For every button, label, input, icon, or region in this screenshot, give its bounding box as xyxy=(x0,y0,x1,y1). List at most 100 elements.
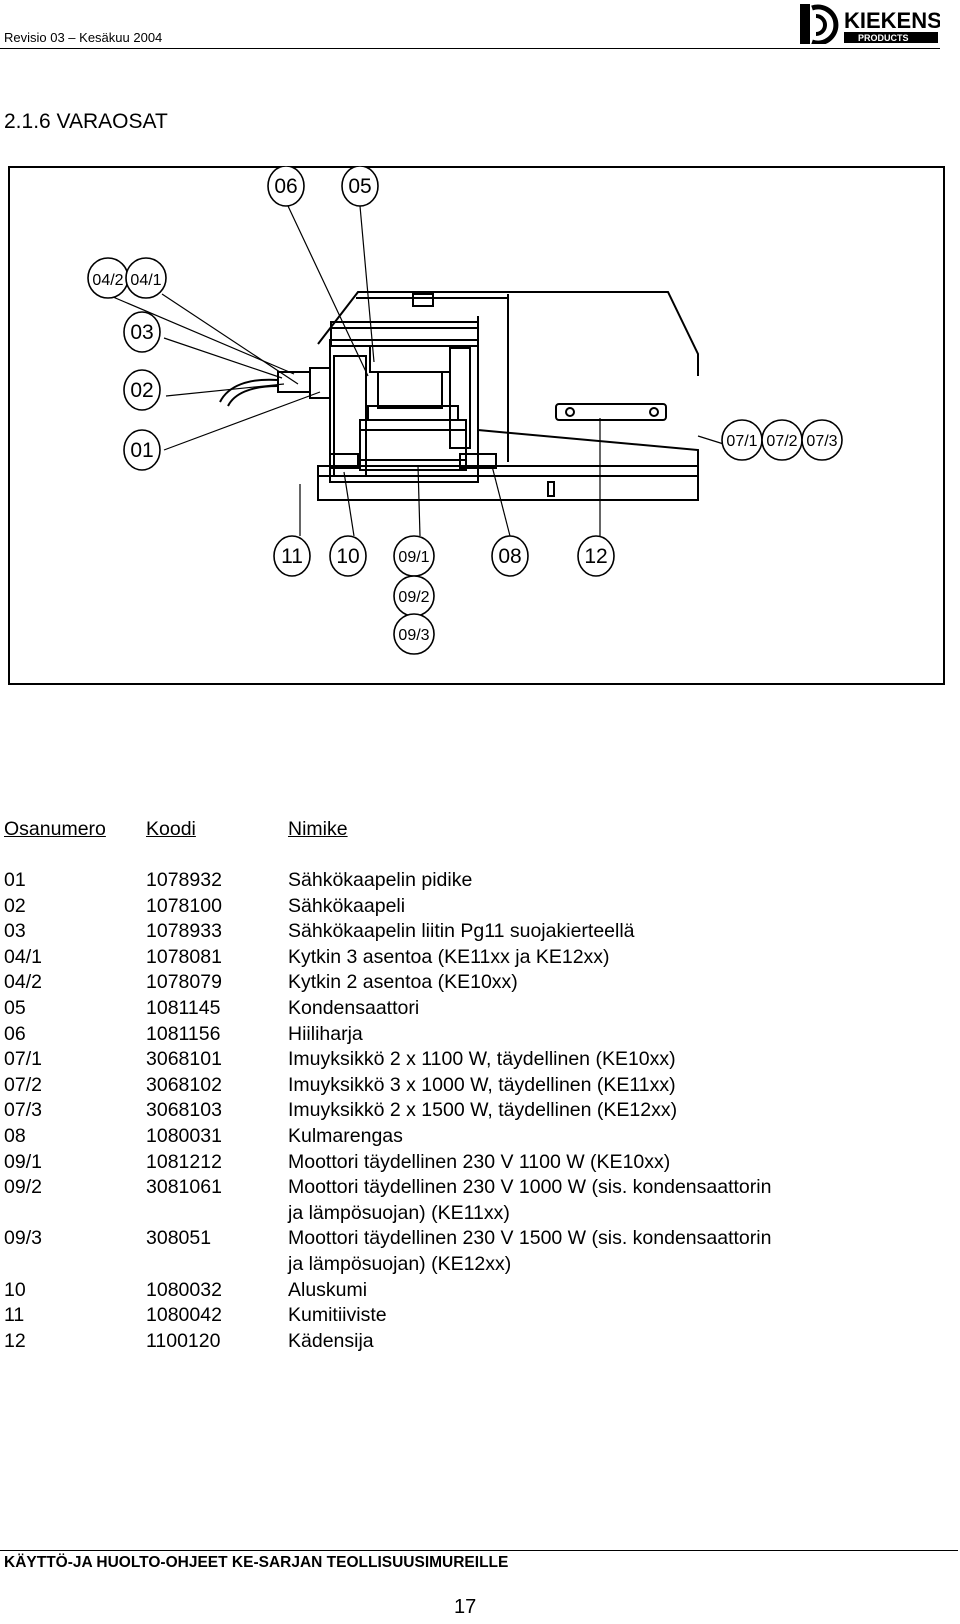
part-name-cell: Kytkin 2 asentoa (KE10xx) xyxy=(288,970,888,996)
part-name: Moottori täydellinen 230 V 1500 W (sis. … xyxy=(288,1227,772,1250)
callout-07-3: 07/3 xyxy=(806,433,837,450)
part-number: 09/2 xyxy=(4,1176,42,1199)
part-name: Kytkin 3 asentoa (KE11xx ja KE12xx) xyxy=(288,945,610,968)
part-code: 1078933 xyxy=(146,920,222,943)
part-name-cell: Imuyksikkö 2 x 1100 W, täydellinen (KE10… xyxy=(288,1047,888,1073)
callout-01: 01 xyxy=(130,439,153,462)
callout-07-1: 07/1 xyxy=(726,433,757,450)
part-name: Moottori täydellinen 230 V 1000 W (sis. … xyxy=(288,1176,772,1199)
part-code: 1081156 xyxy=(146,1022,221,1045)
part-number: 06 xyxy=(4,1022,26,1045)
parts-table-header: Osanumero Koodi Nimike xyxy=(4,818,924,846)
part-number: 11 xyxy=(4,1304,25,1327)
part-code: 1080031 xyxy=(146,1124,222,1147)
part-name-cell: Hiiliharja xyxy=(288,1022,888,1048)
callout-10: 10 xyxy=(336,545,359,568)
kiekens-logo: KIEKENS PRODUCTS xyxy=(800,4,940,44)
part-number: 02 xyxy=(4,894,26,917)
part-name-cell: Kulmarengas xyxy=(288,1124,888,1150)
header-revision: Revisio 03 – Kesäkuu 2004 xyxy=(4,30,163,45)
part-name: Imuyksikkö 2 x 1500 W, täydellinen (KE12… xyxy=(288,1099,678,1122)
part-code: 1078100 xyxy=(146,894,222,917)
part-code: 1100120 xyxy=(146,1329,221,1352)
table-row: 12 1100120 Kädensija xyxy=(4,1329,924,1355)
part-name-cell: Sähkökaapeli xyxy=(288,894,888,920)
callout-04-1: 04/1 xyxy=(130,272,161,289)
part-name: Sähkökaapeli xyxy=(288,894,406,917)
part-number: 10 xyxy=(4,1278,26,1301)
table-row: 03 1078933 Sähkökaapelin liitin Pg11 suoja… xyxy=(4,919,924,945)
part-name-cell: Moottori täydellinen 230 V 1100 W (KE10x… xyxy=(288,1150,888,1176)
table-row: 01 1078932 Sähkökaapelin pidike xyxy=(4,868,924,894)
part-number: 09/3 xyxy=(4,1227,42,1250)
logo-brand-text: KIEKENS xyxy=(844,8,940,33)
part-name-cell: Kumitiiviste xyxy=(288,1303,888,1329)
part-code: 308051 xyxy=(146,1227,212,1250)
table-row: 08 1080031 Kulmarengas xyxy=(4,1124,924,1150)
callout-09-3: 09/3 xyxy=(398,627,429,644)
footer-rule xyxy=(0,1550,958,1551)
part-name: Kytkin 2 asentoa (KE10xx) xyxy=(288,971,518,994)
callout-12: 12 xyxy=(584,545,607,568)
callout-02: 02 xyxy=(130,379,153,402)
part-name-cell: Kytkin 3 asentoa (KE11xx ja KE12xx) xyxy=(288,945,888,971)
part-name: Sähkökaapelin pidike xyxy=(288,869,473,891)
part-number: 04/2 xyxy=(4,971,42,994)
diagram-callouts: 06 05 04/2 04/1 03 02 01 07/1 07/2 07/3 … xyxy=(87,166,843,655)
part-name: Moottori täydellinen 230 V 1100 W (KE10x… xyxy=(288,1150,671,1173)
part-name-cell: Moottori täydellinen 230 V 1500 W (sis. … xyxy=(288,1226,888,1277)
part-number: 08 xyxy=(4,1124,26,1147)
part-number: 04/1 xyxy=(4,945,42,968)
part-code: 1078932 xyxy=(146,869,222,891)
part-name: Kumitiiviste xyxy=(288,1304,387,1327)
callout-07-2: 07/2 xyxy=(766,433,797,450)
logo-sub-text: PRODUCTS xyxy=(858,33,909,43)
part-number: 07/3 xyxy=(4,1099,42,1122)
callout-08: 08 xyxy=(498,545,521,568)
footer-title: KÄYTTÖ-JA HUOLTO-OHJEET KE-SARJAN TEOLLI… xyxy=(4,1554,509,1571)
part-name: Imuyksikkö 3 x 1000 W, täydellinen (KE11… xyxy=(288,1073,676,1096)
table-row: 09/1 1081212 Moottori täydellinen 230 V 11… xyxy=(4,1150,924,1176)
part-name-cell: Sähkökaapelin liitin Pg11 suojakierteell… xyxy=(288,919,888,945)
callout-06: 06 xyxy=(274,175,297,198)
part-number: 09/1 xyxy=(4,1150,42,1173)
part-number: 12 xyxy=(4,1329,26,1352)
part-name-cell: Imuyksikkö 3 x 1000 W, täydellinen (KE11… xyxy=(288,1073,888,1099)
callout-05: 05 xyxy=(348,175,371,198)
header-koodi: Koodi xyxy=(146,818,196,840)
spare-parts-diagram: 06 05 04/2 04/1 03 02 01 07/1 07/2 07/3 … xyxy=(8,166,945,685)
part-number: 03 xyxy=(4,920,26,943)
part-name-cell: Kondensaattori xyxy=(288,996,888,1022)
header-nimike: Nimike xyxy=(288,818,348,840)
part-code: 1081212 xyxy=(146,1150,222,1173)
part-number: 05 xyxy=(4,996,26,1019)
part-name: Imuyksikkö 2 x 1100 W, täydellinen (KE10… xyxy=(288,1048,676,1071)
table-row: 09/3 308051 Moottori täydellinen 230 V 150… xyxy=(4,1226,924,1277)
part-code: 1080032 xyxy=(146,1278,222,1301)
part-number: 01 xyxy=(4,869,26,891)
header-rule xyxy=(0,48,940,49)
kiekens-logo-mark xyxy=(800,4,839,44)
table-row: 07/3 3068103 Imuyksikkö 2 x 1500 W, täydel… xyxy=(4,1098,924,1124)
part-name-cell: Moottori täydellinen 230 V 1000 W (sis. … xyxy=(288,1175,888,1226)
table-row: 10 1080032 Aluskumi xyxy=(4,1278,924,1304)
part-name-cell: Sähkökaapelin pidike xyxy=(288,868,888,894)
header-osanumero: Osanumero xyxy=(4,818,106,840)
part-name: Kondensaattori xyxy=(288,996,420,1019)
part-name-cell: Aluskumi xyxy=(288,1278,888,1304)
part-name: Kädensija xyxy=(288,1329,374,1352)
part-code: 3068103 xyxy=(146,1099,222,1122)
part-number: 07/1 xyxy=(4,1048,42,1071)
part-code: 1081145 xyxy=(146,996,221,1019)
part-name: Kulmarengas xyxy=(288,1124,403,1147)
part-number: 07/2 xyxy=(4,1073,42,1096)
part-name-continued: ja lämpösuojan) (KE12xx) xyxy=(288,1252,512,1275)
vacuum-unit-drawing xyxy=(219,291,699,501)
part-name-cell: Kädensija xyxy=(288,1329,888,1355)
